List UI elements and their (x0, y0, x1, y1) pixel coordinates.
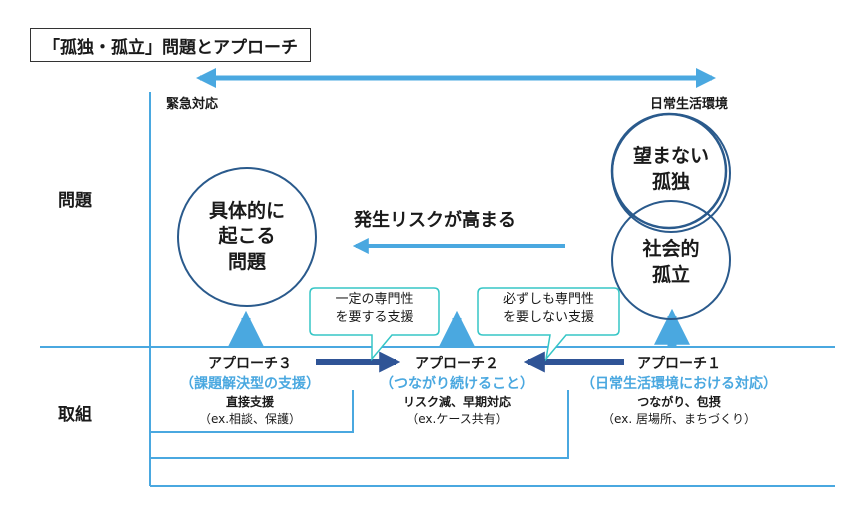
approach-2-example: （ex.ケース共有） (406, 412, 508, 426)
circle-concrete-problems: 具体的に 起こる 問題 (177, 167, 317, 307)
circle-social-isolation: 社会的 孤立 (611, 200, 731, 320)
approach-2-detail: リスク減、早期対応 (402, 395, 511, 409)
risk-label: 発生リスクが高まる (354, 210, 516, 231)
circle-concrete-problems-text: 具体的に 起こる 問題 (208, 199, 285, 273)
approach-3-subtitle: （課題解決型の支援） (180, 376, 320, 392)
bubble-not-specialized: 必ずしも専門性 を要しない支援 (502, 292, 594, 325)
axis-left-label: 緊急対応 (166, 97, 219, 112)
approach-2-subtitle: （つながり続けること） (380, 376, 534, 392)
approach-1-example: （ex. 居場所、まちづくり） (602, 412, 756, 426)
row-label-efforts: 取組 (58, 405, 92, 425)
circle-unwanted-loneliness-text: 望まない 孤独 (632, 145, 709, 193)
approach-1-subtitle: （日常生活環境における対応） (581, 376, 777, 392)
approach-2-title: アプローチ２ (415, 356, 499, 372)
approach-2: アプローチ２ （つながり続けること） リスク減、早期対応 （ex.ケース共有） (372, 353, 542, 427)
approach-3: アプローチ３ （課題解決型の支援） 直接支援 （ex.相談、保護） (165, 353, 335, 427)
circle-social-isolation-text: 社会的 孤立 (642, 238, 700, 286)
approach-1-title: アプローチ１ (637, 356, 721, 372)
bracket-approach-3 (150, 390, 354, 433)
approach-3-title: アプローチ３ (208, 356, 292, 372)
page-title: 「孤独・孤立」問題とアプローチ (30, 28, 311, 62)
approach-3-detail: 直接支援 (225, 395, 274, 409)
bracket-approach-2 (150, 390, 569, 459)
bubble-not-specialized-shape (477, 287, 620, 362)
approach-1-detail: つながり、包摂 (637, 395, 721, 409)
axis-right-label: 日常生活環境 (650, 97, 729, 112)
approach-3-example: （ex.相談、保護） (198, 412, 302, 426)
bubble-specialized-shape (309, 287, 440, 362)
bubble-specialized: 一定の専門性 を要する支援 (335, 292, 414, 325)
row-label-problem: 問題 (58, 191, 92, 211)
approach-1: アプローチ１ （日常生活環境における対応） つながり、包摂 （ex. 居場所、ま… (574, 353, 784, 427)
